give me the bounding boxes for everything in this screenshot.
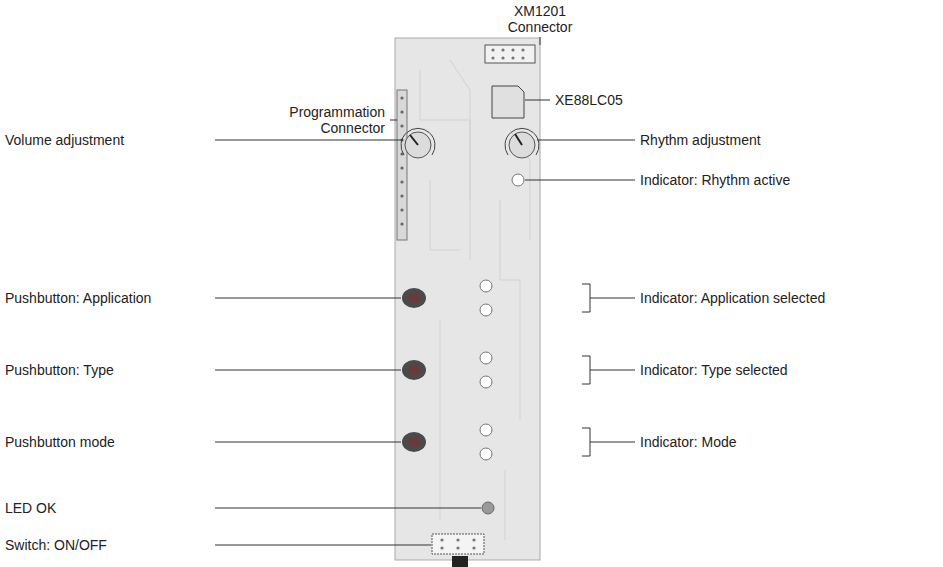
volume-knob — [401, 128, 435, 158]
callout-label: Programmation Connector — [245, 104, 385, 136]
pcb-board — [395, 38, 540, 560]
connector-pins — [491, 48, 524, 59]
callout-label: Indicator: Mode — [640, 434, 737, 450]
callout-label: XM1201 Connector — [500, 3, 580, 35]
callout-label: Pushbutton mode — [5, 434, 115, 450]
cable — [452, 556, 468, 567]
callout-label: Indicator: Type selected — [640, 362, 788, 378]
callout-label: LED OK — [5, 500, 56, 516]
callout-label: Switch: ON/OFF — [5, 537, 107, 553]
callout-label: Volume adjustment — [5, 132, 124, 148]
header-pins — [400, 96, 403, 225]
callout-label: Indicator: Rhythm active — [640, 172, 790, 188]
indicator-leds — [480, 174, 524, 460]
programming-header — [397, 90, 407, 240]
callout-label: XE88LC05 — [555, 92, 623, 108]
leader-lines — [215, 37, 635, 545]
callout-label: Pushbutton: Application — [5, 290, 151, 306]
power-switch — [432, 534, 484, 554]
callout-label: Indicator: Application selected — [640, 290, 825, 306]
led-ok — [482, 502, 494, 514]
callout-label: Pushbutton: Type — [5, 362, 114, 378]
switch-pins — [440, 538, 475, 549]
pushbuttons — [402, 288, 426, 452]
chip — [492, 86, 524, 118]
callout-label: Rhythm adjustment — [640, 132, 761, 148]
xm1201-connector — [485, 45, 535, 63]
pcb-traces — [420, 60, 530, 540]
rhythm-knob — [505, 128, 539, 158]
